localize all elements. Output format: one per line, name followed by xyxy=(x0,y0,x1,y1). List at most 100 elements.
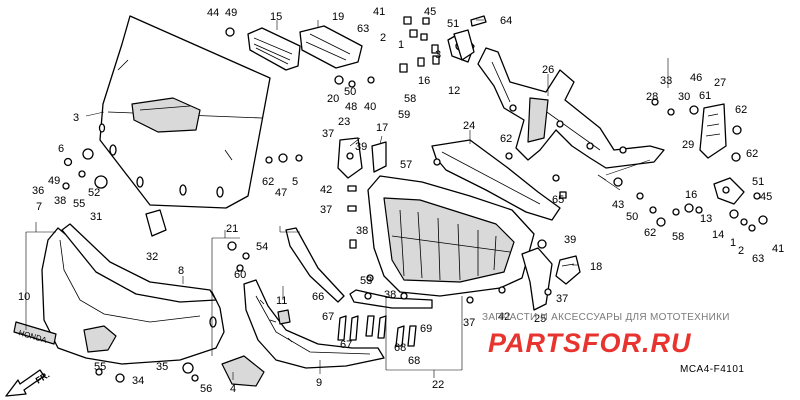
callout[interactable]: 38 xyxy=(356,225,368,237)
callout[interactable]: 28 xyxy=(646,91,658,103)
callout[interactable]: 58 xyxy=(672,231,684,243)
callout[interactable]: 51 xyxy=(752,176,764,188)
callout[interactable]: 55 xyxy=(94,361,106,373)
callout[interactable]: 63 xyxy=(357,23,369,35)
callout[interactable]: 38 xyxy=(54,195,66,207)
callout[interactable]: 22 xyxy=(432,379,444,391)
trim-strip-upper[interactable] xyxy=(285,227,345,303)
fairing-moulding[interactable] xyxy=(61,223,217,303)
callout[interactable]: 69 xyxy=(420,323,432,335)
callout[interactable]: 2 xyxy=(380,32,386,44)
callout[interactable]: 8 xyxy=(178,265,184,277)
callout[interactable]: 42 xyxy=(320,184,332,196)
callout[interactable]: 35 xyxy=(156,361,168,373)
callout[interactable]: 65 xyxy=(552,194,564,206)
mount-bracket-right[interactable] xyxy=(699,103,727,159)
lower-cover[interactable] xyxy=(243,279,385,369)
callout[interactable]: 4 xyxy=(230,383,236,395)
callout[interactable]: 46 xyxy=(690,72,702,84)
fairing-stay[interactable] xyxy=(447,31,665,169)
callout[interactable]: 44 xyxy=(207,7,219,19)
callout[interactable]: 38 xyxy=(384,289,396,301)
callout[interactable]: 57 xyxy=(400,159,412,171)
callout[interactable]: 52 xyxy=(88,187,100,199)
callout[interactable]: 2 xyxy=(738,245,744,257)
callout[interactable]: 62 xyxy=(735,104,747,116)
callout[interactable]: 14 xyxy=(712,229,724,241)
small-clip[interactable] xyxy=(277,309,291,325)
callout[interactable]: 27 xyxy=(714,77,726,89)
callout[interactable]: 21 xyxy=(226,223,238,235)
callout[interactable]: 17 xyxy=(376,122,388,134)
air-duct-right[interactable] xyxy=(299,25,363,69)
callout[interactable]: 64 xyxy=(500,15,512,27)
callout[interactable]: 60 xyxy=(234,269,246,281)
callout[interactable]: 37 xyxy=(463,317,475,329)
callout[interactable]: 37 xyxy=(320,204,332,216)
side-bracket-left[interactable] xyxy=(337,137,363,179)
upper-panel[interactable] xyxy=(431,139,561,221)
inner-cover[interactable] xyxy=(367,175,535,297)
callout[interactable]: 67 xyxy=(322,311,334,323)
callout[interactable]: 66 xyxy=(312,291,324,303)
callout[interactable]: 23 xyxy=(338,116,350,128)
callout[interactable]: 50 xyxy=(344,86,356,98)
callout[interactable]: 51 xyxy=(447,18,459,30)
callout[interactable]: 37 xyxy=(322,128,334,140)
callout[interactable]: 58 xyxy=(404,93,416,105)
callout[interactable]: 54 xyxy=(256,241,268,253)
callout[interactable]: 3 xyxy=(73,112,79,124)
callout[interactable]: 45 xyxy=(760,191,772,203)
callout[interactable]: 1 xyxy=(398,39,404,51)
clip-plate[interactable] xyxy=(145,209,167,237)
callout[interactable]: 37 xyxy=(556,293,568,305)
callout[interactable]: 62 xyxy=(644,227,656,239)
callout[interactable]: 10 xyxy=(18,291,30,303)
callout[interactable]: 40 xyxy=(364,101,376,113)
callout[interactable]: 33 xyxy=(660,75,672,87)
callout[interactable]: 48 xyxy=(345,101,357,113)
callout[interactable]: 63 xyxy=(752,253,764,265)
callout[interactable]: 15 xyxy=(270,11,282,23)
callout[interactable]: 26 xyxy=(542,64,554,76)
callout[interactable]: 20 xyxy=(327,93,339,105)
callout[interactable]: 49 xyxy=(48,175,60,187)
callout[interactable]: 29 xyxy=(682,139,694,151)
callout[interactable]: 47 xyxy=(275,187,287,199)
windscreen[interactable] xyxy=(98,15,271,209)
callout[interactable]: 67 xyxy=(340,339,352,351)
side-garnish[interactable] xyxy=(521,247,553,311)
callout[interactable]: 24 xyxy=(463,120,475,132)
callout[interactable]: 62 xyxy=(500,133,512,145)
callout[interactable]: 68 xyxy=(394,342,406,354)
callout[interactable]: 13 xyxy=(700,213,712,225)
callout[interactable]: 25 xyxy=(534,313,546,325)
callout[interactable]: 30 xyxy=(678,91,690,103)
callout[interactable]: 36 xyxy=(32,185,44,197)
pivot-cluster[interactable] xyxy=(713,177,745,205)
callout[interactable]: 31 xyxy=(90,211,102,223)
callout[interactable]: 32 xyxy=(146,251,158,263)
callout[interactable]: 1 xyxy=(730,237,736,249)
callout[interactable]: 41 xyxy=(772,243,784,255)
callout[interactable]: 39 xyxy=(564,234,576,246)
callout[interactable]: 16 xyxy=(685,189,697,201)
callout[interactable]: 62 xyxy=(746,148,758,160)
callout[interactable]: 61 xyxy=(699,90,711,102)
callout[interactable]: 68 xyxy=(408,355,420,367)
callout[interactable]: 41 xyxy=(373,6,385,18)
callout[interactable]: 42 xyxy=(498,311,510,323)
callout[interactable]: 43 xyxy=(612,199,624,211)
callout[interactable]: 62 xyxy=(262,176,274,188)
callout[interactable]: 3 xyxy=(435,49,441,61)
callout[interactable]: 7 xyxy=(36,201,42,213)
callout[interactable]: 39 xyxy=(355,141,367,153)
side-bracket-right[interactable] xyxy=(371,141,387,173)
lower-bracket[interactable] xyxy=(555,255,581,285)
callout[interactable]: 55 xyxy=(73,198,85,210)
callout[interactable]: 50 xyxy=(626,211,638,223)
bracket-small-12[interactable] xyxy=(453,29,475,61)
callout[interactable]: 56 xyxy=(200,383,212,395)
callout[interactable]: 9 xyxy=(316,377,322,389)
callout[interactable]: 59 xyxy=(398,109,410,121)
